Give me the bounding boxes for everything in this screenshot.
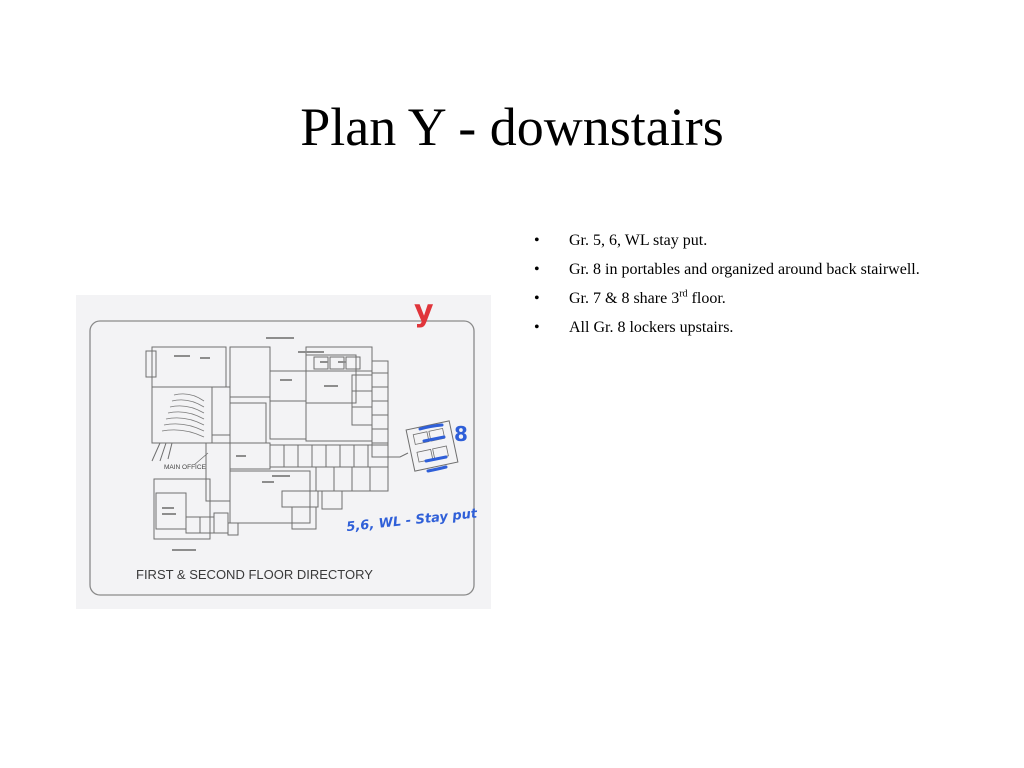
bullet-item: • Gr. 5, 6, WL stay put. bbox=[534, 230, 954, 252]
bullet-text-suffix: floor. bbox=[687, 290, 726, 307]
floorplan-walls bbox=[145, 346, 409, 540]
floorplan-drawing: MAIN OFFICE y 8 5,6, WL - Stay put bbox=[76, 295, 491, 609]
bullet-text: Gr. 8 in portables and organized around … bbox=[569, 261, 920, 278]
bullet-text: Gr. 5, 6, WL stay put. bbox=[569, 232, 708, 249]
bullet-marker: • bbox=[534, 290, 540, 307]
bullet-marker: • bbox=[534, 319, 540, 336]
slide-title: Plan Y - downstairs bbox=[300, 97, 724, 157]
bullet-item: • Gr. 8 in portables and organized around… bbox=[534, 259, 954, 281]
bullet-superscript: rd bbox=[679, 288, 688, 300]
bullet-item: • Gr. 7 & 8 share 3rd floor. bbox=[534, 288, 954, 310]
handwritten-8: 8 bbox=[454, 422, 468, 446]
handwritten-y: y bbox=[414, 295, 434, 329]
floorplan-image: MAIN OFFICE y 8 5,6, WL - Stay put bbox=[76, 295, 491, 609]
room-label-marks bbox=[162, 337, 346, 551]
bullet-text: All Gr. 8 lockers upstairs. bbox=[569, 319, 734, 336]
portables bbox=[405, 420, 459, 473]
bullet-item: • All Gr. 8 lockers upstairs. bbox=[534, 317, 954, 339]
auditorium-seating bbox=[161, 393, 205, 438]
bullet-list: • Gr. 5, 6, WL stay put. • Gr. 8 in portab… bbox=[534, 230, 954, 346]
bullet-marker: • bbox=[534, 232, 540, 249]
bullet-text: Gr. 7 & 8 share 3 bbox=[569, 290, 680, 307]
main-office-label: MAIN OFFICE bbox=[164, 464, 207, 471]
bullet-marker: • bbox=[534, 261, 540, 278]
directory-label: FIRST & SECOND FLOOR DIRECTORY bbox=[136, 567, 373, 582]
directory-frame bbox=[89, 320, 475, 596]
